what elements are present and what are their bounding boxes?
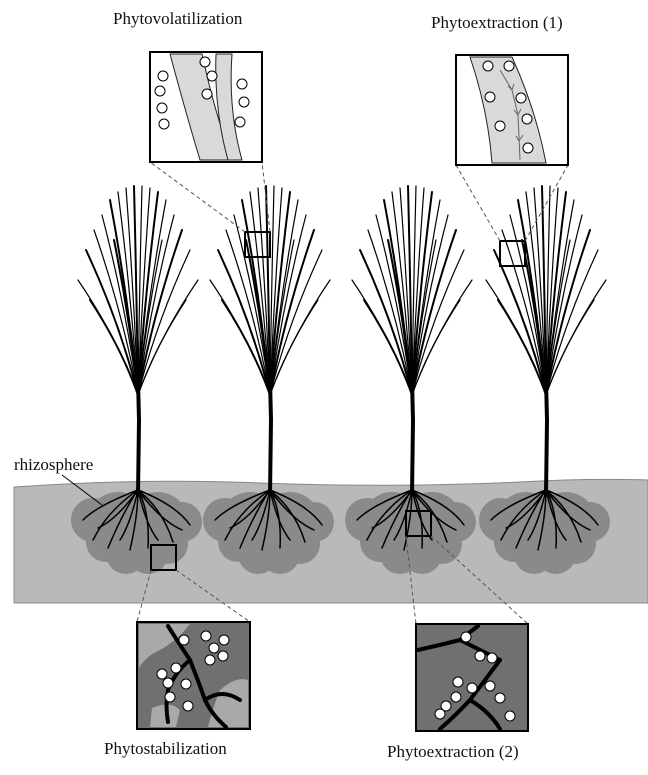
particle-icon bbox=[522, 114, 532, 124]
particle-icon bbox=[239, 97, 249, 107]
particle-icon bbox=[200, 57, 210, 67]
particle-icon bbox=[207, 71, 217, 81]
inset-phytostabilization bbox=[137, 622, 250, 729]
particle-icon bbox=[171, 663, 181, 673]
label-phytovolatilization: Phytovolatilization bbox=[113, 9, 242, 29]
particle-icon bbox=[516, 93, 526, 103]
particle-icon bbox=[453, 677, 463, 687]
inset-phytoextraction-2 bbox=[416, 624, 528, 731]
particle-icon bbox=[235, 117, 245, 127]
particle-icon bbox=[163, 678, 173, 688]
particle-icon bbox=[523, 143, 533, 153]
particle-icon bbox=[485, 92, 495, 102]
particle-icon bbox=[483, 61, 493, 71]
particle-icon bbox=[504, 61, 514, 71]
particle-icon bbox=[202, 89, 212, 99]
particle-icon bbox=[487, 653, 497, 663]
particle-icon bbox=[159, 119, 169, 129]
particle-icon bbox=[183, 701, 193, 711]
particle-icon bbox=[475, 651, 485, 661]
label-phytoextraction-2: Phytoextraction (2) bbox=[387, 742, 519, 762]
particle-icon bbox=[435, 709, 445, 719]
label-phytoextraction-1: Phytoextraction (1) bbox=[431, 13, 563, 33]
particle-icon bbox=[158, 71, 168, 81]
label-phytostabilization: Phytostabilization bbox=[104, 739, 227, 759]
particle-icon bbox=[451, 692, 461, 702]
particle-icon bbox=[201, 631, 211, 641]
inset-phytovolatilization bbox=[150, 52, 262, 162]
particle-icon bbox=[209, 643, 219, 653]
particle-icon bbox=[495, 121, 505, 131]
particle-icon bbox=[461, 632, 471, 642]
particle-icon bbox=[505, 711, 515, 721]
label-rhizosphere: rhizosphere bbox=[14, 455, 93, 475]
particle-icon bbox=[237, 79, 247, 89]
particle-icon bbox=[181, 679, 191, 689]
particle-icon bbox=[165, 692, 175, 702]
particle-icon bbox=[179, 635, 189, 645]
particle-icon bbox=[219, 635, 229, 645]
particle-icon bbox=[157, 669, 167, 679]
particle-icon bbox=[155, 86, 165, 96]
inset-phytoextraction-1 bbox=[456, 55, 568, 165]
particle-icon bbox=[218, 651, 228, 661]
particle-icon bbox=[495, 693, 505, 703]
particle-icon bbox=[485, 681, 495, 691]
particle-icon bbox=[157, 103, 167, 113]
particle-icon bbox=[467, 683, 477, 693]
particle-icon bbox=[205, 655, 215, 665]
